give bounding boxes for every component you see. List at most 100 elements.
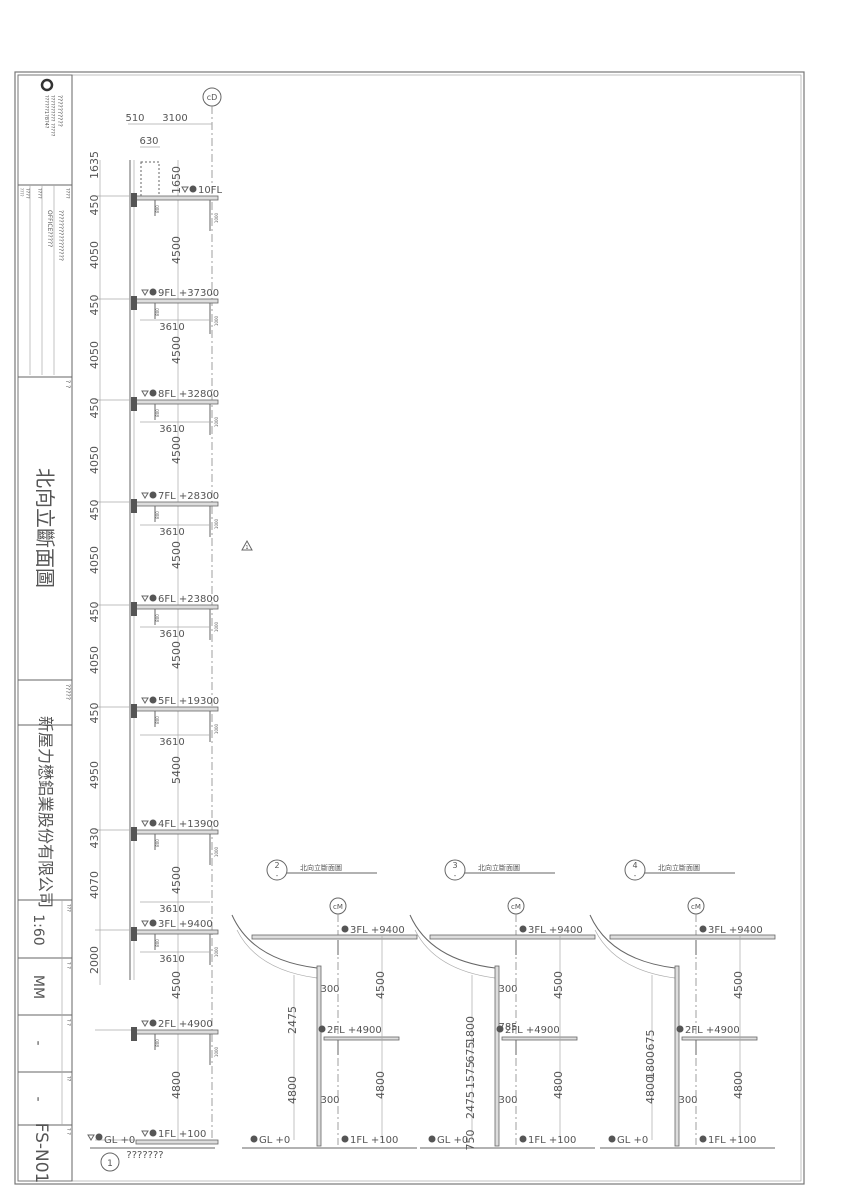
section-callout [624,859,646,881]
revision-mark: 1 [245,545,248,551]
field-value: - [30,1096,46,1101]
dimension-text: 4500 [170,866,183,894]
section-number: 3 [452,861,457,870]
company-logo-icon [40,78,54,92]
dimension-text: 3610 [159,954,184,965]
section-callout [444,859,466,881]
level-label: 1FL +100 [528,1135,576,1146]
level-datum-icon [699,925,707,933]
curtain-wall [316,965,322,1147]
dimension-text: 4500 [170,336,183,364]
sheet-label: ? ? [65,1128,71,1135]
section-callout [266,859,288,881]
level-label: 1FL +100 [708,1135,756,1146]
dimension-text: 450 [88,703,101,724]
field-label: ?? [65,1076,71,1082]
level-datum-icon [496,1025,504,1033]
level-marker-icon [87,1134,95,1141]
dimension-text: 675 [644,1030,657,1051]
curtain-wall [494,965,500,1147]
logo-text: ??????1?8?4? [43,95,49,129]
dimension-text: 630 [139,136,158,147]
dimension-text: 5400 [170,756,183,784]
dimension-text: 4950 [88,761,101,789]
office-line: OFFICE????? [46,210,53,247]
small-dimension: 800 [155,614,160,622]
dimension-text: 4500 [552,971,565,999]
floor-slab [501,1036,578,1041]
dimension-text: 1575 [464,1061,477,1089]
callout-text: ??????? [126,1150,163,1161]
level-label: GL +0 [259,1135,290,1146]
dimension-text: 1650 [170,166,183,194]
anchor-bracket [131,397,137,411]
field-label: ? ? [65,1019,71,1026]
floor-slab [135,1029,219,1035]
small-dimension: 1000 [214,212,219,223]
floor-slab [323,1036,400,1041]
dimension-text: 1635 [88,151,101,179]
unit-value: MM [30,975,46,999]
dimension-text: 4050 [88,241,101,269]
dimension-text: 4500 [170,436,183,464]
level-label: GL +0 [104,1135,135,1146]
parapet-detail [140,161,160,198]
dimension-text: 3610 [159,424,184,435]
level-label: 1FL +100 [350,1135,398,1146]
project-line: ???????????????? [57,210,64,261]
outer-border [14,71,805,1185]
revision-triangle-icon [241,539,253,551]
dimension-text: 4050 [88,646,101,674]
title-block: ???????????????????? ???????????1?8?4???… [17,74,73,1183]
level-datum-icon [149,491,157,499]
scale-label: ??? [65,904,71,912]
section-title: 北向立斷面圖 [658,863,700,872]
dimension-text: 4050 [88,446,101,474]
dimension-text: 450 [88,500,101,521]
callout-number: 1 [107,1159,113,1169]
grid-label: cM [511,903,521,911]
level-datum-icon [149,919,157,927]
dimension-text: 450 [88,195,101,216]
dimension-text: 4800 [732,1071,745,1099]
level-datum-icon [149,1129,157,1137]
dimension-text: 300 [498,984,517,995]
level-datum-icon [428,1135,436,1143]
level-label: 3FL +9400 [708,925,763,936]
section-number: 2 [274,861,279,870]
dimension-text: 3100 [162,113,187,124]
small-dimension: 1000 [214,1046,219,1057]
level-marker-icon [141,697,149,704]
dimension-text: 450 [88,398,101,419]
small-dimension: 800 [155,939,160,947]
level-datum-icon [519,925,527,933]
inner-border [17,74,802,1182]
drawn-label: ????? [64,684,71,700]
small-dimension: 800 [155,716,160,724]
floor-slab [135,929,219,935]
canopy-curve [589,914,676,969]
dimension-text: 300 [498,1095,517,1106]
dimension-text: 4800 [170,1071,183,1099]
level-datum-icon [341,1135,349,1143]
curtain-wall [674,965,680,1147]
dimension-text: 450 [88,602,101,623]
floor-slab [135,1139,219,1145]
level-label: 3FL +9400 [350,925,405,936]
floor-slab [135,706,219,712]
dimension-text: 300 [678,1095,697,1106]
level-datum-icon [318,1025,326,1033]
section-title: 北向立斷面圖 [300,863,342,872]
dimension-text: 4800 [286,1076,299,1104]
floor-slab [135,399,219,405]
small-dimension: 1000 [214,315,219,326]
dimension-text: 4050 [88,546,101,574]
level-datum-icon [608,1135,616,1143]
level-label: 1FL +100 [158,1129,206,1140]
level-marker-icon [141,1130,149,1137]
small-dimension: 800 [155,511,160,519]
dimension-text: 430 [88,828,101,849]
